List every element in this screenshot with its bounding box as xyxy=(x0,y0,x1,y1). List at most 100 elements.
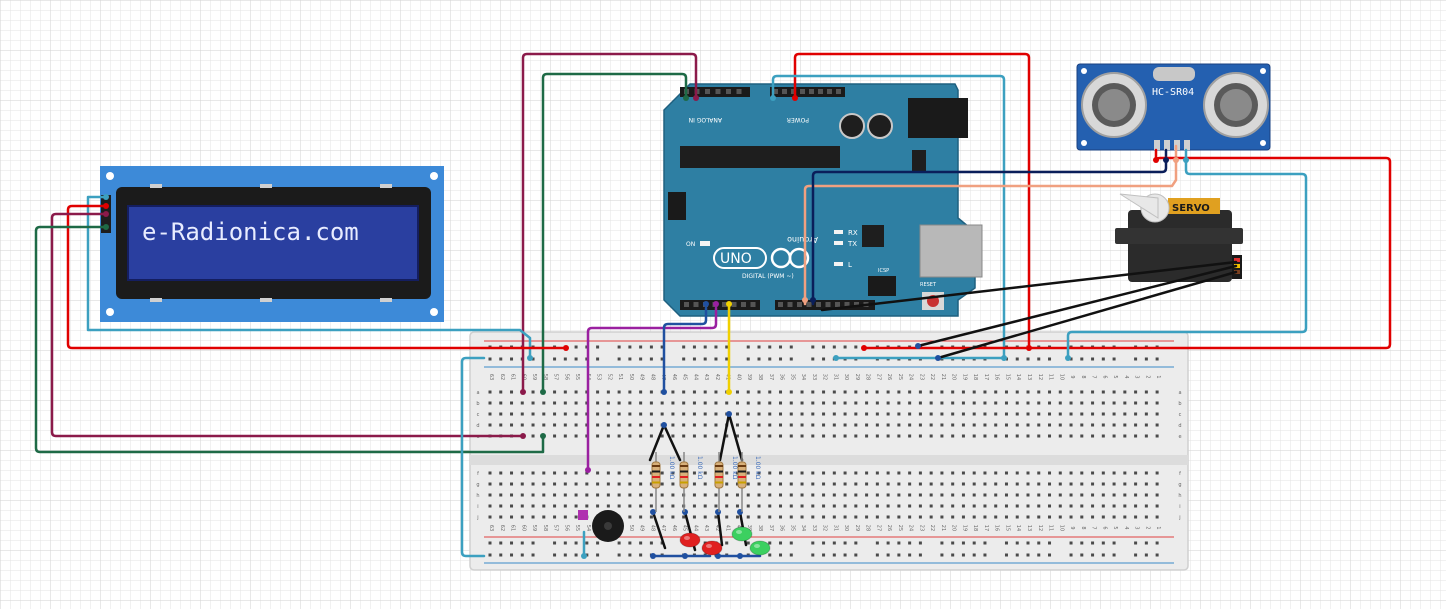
wire-endpoint[interactable] xyxy=(661,422,667,428)
wire[interactable] xyxy=(793,52,1031,350)
resistor[interactable]: 1.00 kΩ xyxy=(651,452,675,512)
breadboard-hole xyxy=(908,553,912,557)
wire-endpoint[interactable] xyxy=(703,301,709,307)
wire-endpoint[interactable] xyxy=(1183,157,1189,163)
breadboard-hole xyxy=(843,401,847,405)
wire-endpoint[interactable] xyxy=(935,355,941,361)
led[interactable] xyxy=(749,540,771,556)
wire-endpoint[interactable] xyxy=(693,95,699,101)
wire[interactable] xyxy=(648,412,744,462)
breadboard-hole xyxy=(574,390,578,394)
wire[interactable] xyxy=(50,212,525,438)
servo-motor[interactable]: SERVO xyxy=(1115,193,1243,282)
wire[interactable] xyxy=(771,74,1006,360)
wire-endpoint[interactable] xyxy=(726,411,732,417)
resistor[interactable]: 1.00 kΩ xyxy=(679,452,703,512)
wire-endpoint[interactable] xyxy=(1153,157,1159,163)
column-number: 42 xyxy=(714,374,720,380)
wire-endpoint[interactable] xyxy=(726,301,732,307)
wire-endpoint[interactable] xyxy=(683,95,689,101)
breadboard-hole xyxy=(1155,493,1159,497)
wire-endpoint[interactable] xyxy=(802,297,808,303)
breadboard-hole xyxy=(779,482,783,486)
wire-endpoint[interactable] xyxy=(833,355,839,361)
wire-endpoint[interactable] xyxy=(715,553,721,559)
arduino-uno[interactable]: ANALOG IN POWER DIGITAL (PWM ~) ICSP ICS… xyxy=(656,83,983,317)
wire-endpoint[interactable] xyxy=(1163,157,1169,163)
wire-endpoint[interactable] xyxy=(1065,355,1071,361)
wire[interactable] xyxy=(811,148,1168,306)
wire[interactable] xyxy=(586,306,718,472)
column-number: 41 xyxy=(725,374,731,380)
wire-endpoint[interactable] xyxy=(581,553,587,559)
wire-endpoint[interactable] xyxy=(520,389,526,395)
wire-endpoint[interactable] xyxy=(713,301,719,307)
led[interactable] xyxy=(731,526,753,542)
wire-endpoint[interactable] xyxy=(1173,157,1179,163)
wire[interactable] xyxy=(651,510,748,552)
wire[interactable] xyxy=(86,195,532,360)
buzzer-marker xyxy=(578,510,588,520)
breadboard-hole xyxy=(746,412,750,416)
breadboard-hole xyxy=(779,553,783,557)
breadboard-hole xyxy=(875,390,879,394)
wire-endpoint[interactable] xyxy=(1001,355,1007,361)
resistor[interactable]: 1.00 kΩ xyxy=(737,452,761,512)
wire-endpoint[interactable] xyxy=(540,389,546,395)
wire-endpoint[interactable] xyxy=(103,224,109,230)
wire-endpoint[interactable] xyxy=(103,211,109,217)
tx-led xyxy=(834,241,843,245)
wire-endpoint[interactable] xyxy=(1026,345,1032,351)
breadboard-hole xyxy=(789,357,793,361)
breadboard-hole xyxy=(1048,401,1052,405)
wire-endpoint[interactable] xyxy=(726,389,732,395)
wire-endpoint[interactable] xyxy=(650,509,656,515)
breadboard[interactable]: 6363626261616060595958585757565655555454… xyxy=(469,331,1189,571)
wire[interactable] xyxy=(662,306,708,394)
wire[interactable] xyxy=(34,225,545,454)
wire-endpoint[interactable] xyxy=(682,509,688,515)
wire[interactable] xyxy=(916,264,1238,348)
wire-endpoint[interactable] xyxy=(661,389,667,395)
wire-endpoint[interactable] xyxy=(682,553,688,559)
wire-endpoint[interactable] xyxy=(103,203,109,209)
wire-endpoint[interactable] xyxy=(861,345,867,351)
column-number: 35 xyxy=(789,374,795,380)
buzzer[interactable] xyxy=(578,510,624,542)
breadboard-hole xyxy=(1080,412,1084,416)
wire-endpoint[interactable] xyxy=(527,355,533,361)
wire-endpoint[interactable] xyxy=(563,345,569,351)
wire-endpoint[interactable] xyxy=(770,95,776,101)
wire-endpoint[interactable] xyxy=(915,343,921,349)
wire-endpoint[interactable] xyxy=(540,433,546,439)
resistor[interactable]: 1.00 kΩ xyxy=(714,452,738,512)
hc-sr04-sensor[interactable]: HC-SR04 xyxy=(1076,63,1271,151)
wire[interactable] xyxy=(541,72,688,394)
wire[interactable] xyxy=(803,144,1178,306)
wire-endpoint[interactable] xyxy=(792,95,798,101)
wire[interactable] xyxy=(936,270,1238,360)
wire-endpoint[interactable] xyxy=(520,433,526,439)
column-number: 20 xyxy=(951,525,957,531)
wire[interactable] xyxy=(820,260,1238,312)
wire-endpoint[interactable] xyxy=(715,509,721,515)
wire[interactable] xyxy=(1066,148,1308,360)
breadboard-hole xyxy=(951,471,955,475)
lcd-display[interactable]: e-Radionica.com xyxy=(100,166,444,322)
breadboard-hole xyxy=(542,515,546,519)
wire-endpoint[interactable] xyxy=(650,553,656,559)
servo-horn[interactable] xyxy=(1119,193,1159,219)
led[interactable] xyxy=(701,540,723,556)
wire-endpoint[interactable] xyxy=(585,467,591,473)
breadboard-hole xyxy=(531,504,535,508)
wire[interactable] xyxy=(460,356,486,558)
wire-endpoint[interactable] xyxy=(737,553,743,559)
wire[interactable] xyxy=(66,204,568,350)
breadboard-hole xyxy=(617,482,621,486)
wire-endpoint[interactable] xyxy=(810,297,816,303)
wire[interactable] xyxy=(521,52,698,394)
wire-endpoint[interactable] xyxy=(103,194,109,200)
breadboard-hole xyxy=(499,390,503,394)
led[interactable] xyxy=(679,532,701,548)
breadboard-hole xyxy=(961,423,965,427)
